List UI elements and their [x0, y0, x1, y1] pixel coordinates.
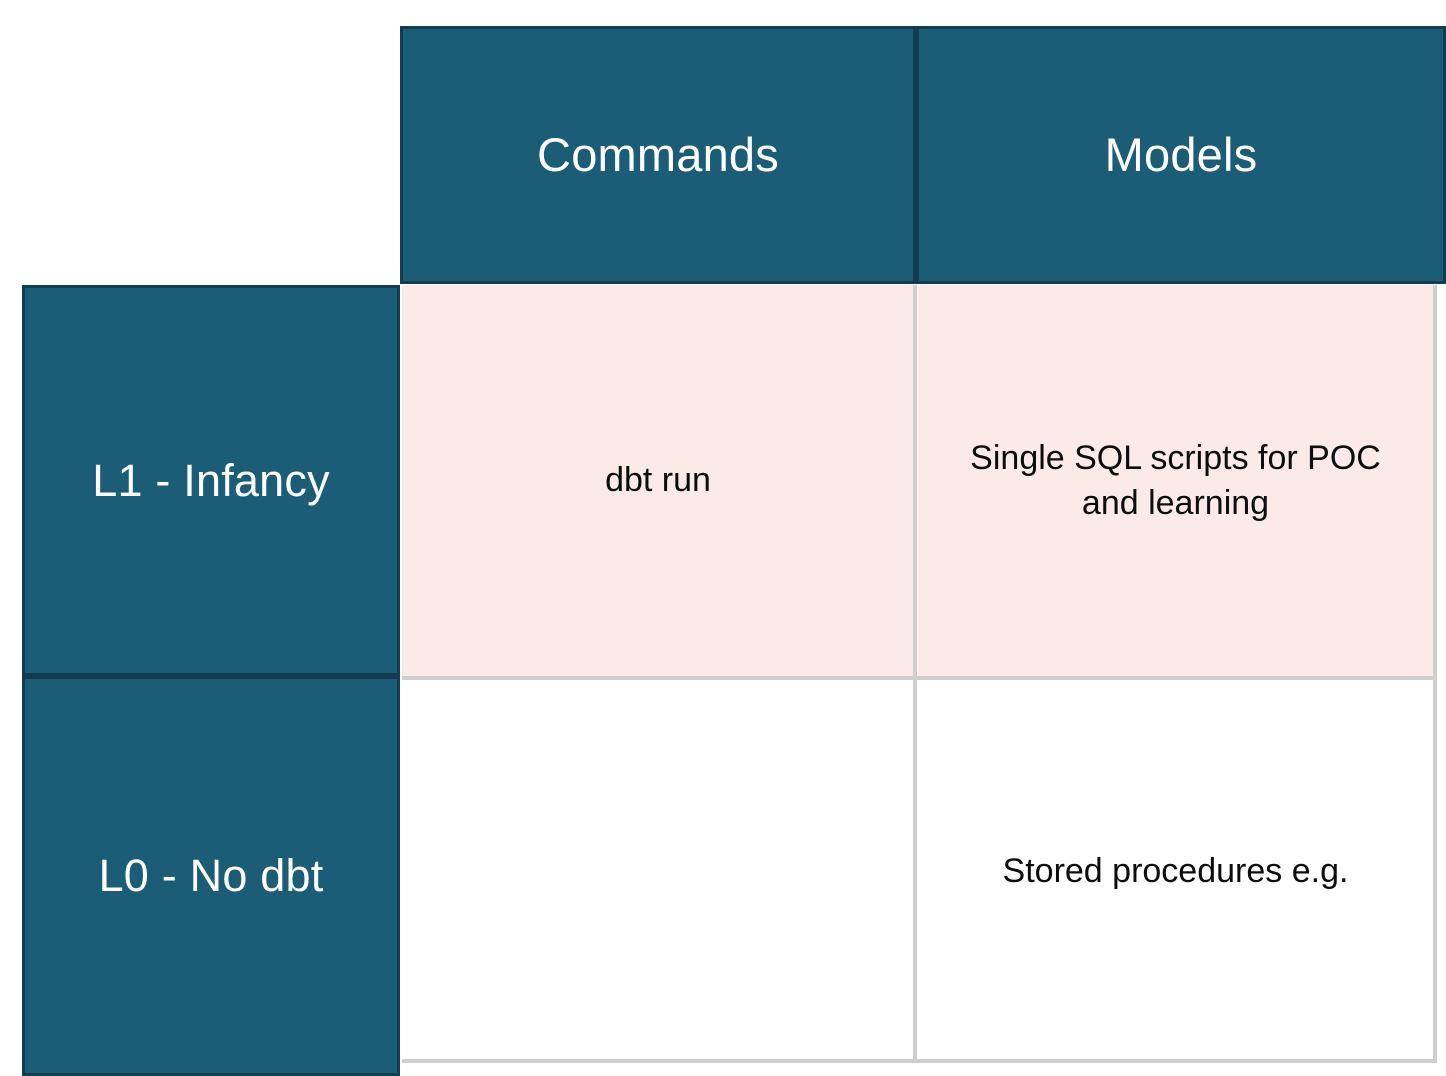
column-header-models[interactable]: Models — [916, 26, 1446, 284]
column-header-commands-label: Commands — [537, 127, 779, 181]
grid-border-bottom — [402, 1059, 1437, 1063]
row-header-l0-no-dbt[interactable]: L0 - No dbt — [22, 676, 400, 1076]
row-header-l1-infancy-label: L1 - Infancy — [92, 454, 330, 506]
row-header-l0-no-dbt-label: L0 - No dbt — [98, 850, 324, 902]
table-cell-l1-commands[interactable]: dbt run — [402, 285, 914, 676]
column-header-models-label: Models — [1104, 127, 1258, 181]
column-header-commands[interactable]: Commands — [400, 26, 916, 284]
table-cell-l1-models-text: Single SQL scripts for POC and learning — [970, 438, 1381, 522]
table-cell-l0-models-text: Stored procedures e.g. — [1002, 852, 1349, 891]
grid-border-right — [1433, 285, 1437, 1063]
table-cell-l0-commands[interactable] — [402, 680, 914, 1063]
grid-divider-vertical — [913, 285, 917, 1063]
table-cell-l1-models[interactable]: Single SQL scripts for POC and learning — [918, 285, 1433, 676]
row-header-l1-infancy[interactable]: L1 - Infancy — [22, 285, 400, 676]
table-cell-l0-models[interactable]: Stored procedures e.g. — [918, 680, 1433, 1063]
table-cell-l1-commands-text: dbt run — [605, 461, 711, 500]
grid-divider-horizontal — [402, 676, 1437, 680]
